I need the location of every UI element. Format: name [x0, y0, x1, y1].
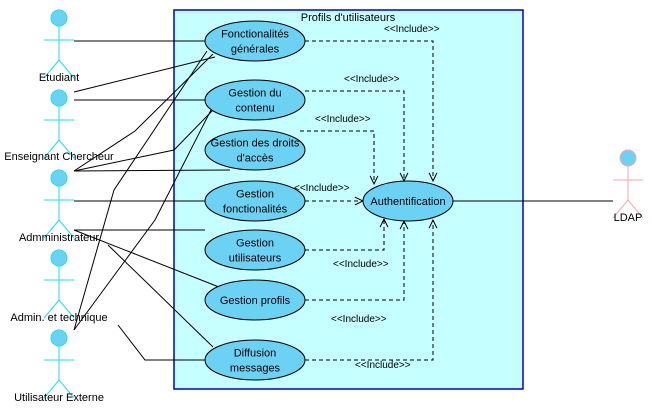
include-gestion-util-auth[interactable] — [305, 219, 385, 251]
association-admin-fonct-gen[interactable] — [73, 53, 214, 172]
actor-leg — [58, 299, 75, 319]
include-fonct-gen-auth[interactable] — [305, 40, 434, 181]
actor-label: Enseignant Chercheur — [4, 151, 114, 163]
actor-leg — [43, 139, 60, 159]
usecase-label: Gestion profils — [220, 295, 291, 307]
usecase-label: fonctionalités — [223, 204, 288, 216]
actor-externe[interactable]: Utilisateur Externe — [14, 329, 104, 404]
include-label: <<Include>> — [294, 183, 350, 194]
usecase-label: générales — [231, 44, 280, 56]
include-label: <<Include>> — [333, 259, 389, 270]
usecase-ellipse[interactable] — [204, 79, 306, 121]
actor-leg — [612, 199, 629, 219]
association-externe-gestion-contenu[interactable] — [73, 107, 213, 331]
actor-enseignant[interactable]: Enseignant Chercheur — [4, 89, 114, 163]
association-admin-diffusion[interactable] — [107, 244, 214, 348]
association-admin-gestion-contenu[interactable] — [73, 109, 214, 172]
actor-admin-tech[interactable]: Admin. et technique — [10, 249, 108, 324]
usecase-gestion-droits[interactable]: Gestion des droits d'accès — [204, 129, 306, 171]
usecase-ellipse[interactable] — [204, 339, 306, 381]
association-admin-gestion-droits[interactable] — [73, 169, 231, 172]
usecase-label: Gestion du — [228, 88, 281, 100]
include-arrowhead — [369, 175, 379, 186]
usecase-gestion-profils[interactable]: Gestion profils — [204, 279, 306, 321]
actor-leg — [58, 139, 75, 159]
include-arrowhead — [379, 217, 389, 228]
usecase-label: Gestion — [236, 238, 274, 250]
actor-head-icon — [50, 249, 68, 267]
actor-head-icon — [50, 329, 68, 347]
usecase-ellipse[interactable] — [204, 229, 306, 271]
usecase-label: Gestion des droits — [211, 138, 300, 150]
usecase-label: Fonctionalités — [221, 29, 289, 41]
actor-label: Etudiant — [39, 72, 79, 84]
include-label: <<Include>> — [331, 314, 387, 325]
association-externe-fonct-gen[interactable] — [73, 50, 208, 331]
include-gestion-contenu-auth[interactable] — [305, 90, 405, 181]
include-label: <<Include>> — [355, 360, 411, 371]
actor-etudiant[interactable]: Etudiant — [39, 9, 79, 84]
actor-leg — [58, 59, 75, 79]
association-admin-gestion-profils[interactable] — [73, 229, 220, 288]
include-label: <<Include>> — [344, 74, 400, 85]
association-enseignant-fonct-gen[interactable] — [73, 56, 216, 93]
actor-leg — [43, 219, 60, 239]
usecase-label: Authentification — [370, 196, 445, 208]
usecase-ellipse[interactable] — [204, 129, 306, 171]
include-diffusion-auth[interactable] — [305, 220, 434, 361]
actor-label: Utilisateur Externe — [14, 392, 104, 404]
usecase-ellipse[interactable] — [204, 279, 306, 321]
usecase-diffusion[interactable]: Diffusion messages — [204, 339, 306, 381]
actor-leg — [43, 379, 60, 399]
actor-leg — [43, 59, 60, 79]
actor-admin[interactable]: Admministrateur — [19, 169, 99, 244]
actor-label: LDAP — [614, 212, 643, 224]
include-arrowhead — [428, 172, 438, 183]
usecase-label: contenu — [235, 103, 274, 115]
include-label: <<Include>> — [384, 24, 440, 35]
include-relations — [300, 40, 438, 361]
usecase-auth[interactable]: Authentification — [362, 180, 454, 222]
usecase-ellipse[interactable] — [204, 180, 306, 222]
usecase-ellipse[interactable] — [362, 180, 454, 222]
usecase-label: messages — [230, 363, 281, 375]
usecase-fonct-gen[interactable]: Fonctionalités générales — [204, 20, 306, 62]
actor-head-icon — [50, 89, 68, 107]
actor-leg — [43, 299, 60, 319]
actor-leg — [58, 219, 75, 239]
include-gestion-droits-auth[interactable] — [300, 130, 375, 184]
usecase-label: utilisateurs — [229, 253, 282, 265]
usecase-label: d'accès — [237, 153, 274, 165]
include-arrowhead — [428, 218, 438, 229]
usecase-label: Diffusion — [234, 348, 277, 360]
system-title: Profils d'utilisateurs — [301, 12, 396, 24]
actor-head-icon — [619, 149, 637, 167]
actor-head-icon — [50, 169, 68, 187]
actor-head-icon — [50, 9, 68, 27]
association-admin-tech-diffusion[interactable] — [117, 324, 205, 361]
usecase-gestion-util[interactable]: Gestion utilisateurs — [204, 229, 306, 271]
usecase-label: Gestion — [236, 189, 274, 201]
usecase-ellipse[interactable] — [204, 20, 306, 62]
actor-leg — [58, 379, 75, 399]
actor-ldap[interactable]: LDAP — [612, 149, 644, 224]
include-label: <<Include>> — [315, 114, 371, 125]
associations — [73, 40, 613, 361]
actor-label: Admin. et technique — [10, 312, 107, 324]
usecase-gestion-contenu[interactable]: Gestion du contenu — [204, 79, 306, 121]
include-gestion-profils-auth[interactable] — [305, 221, 405, 301]
actor-leg — [627, 199, 644, 219]
actor-label: Admministrateur — [19, 232, 99, 244]
usecase-gestion-fonct[interactable]: Gestion fonctionalités — [204, 180, 306, 222]
